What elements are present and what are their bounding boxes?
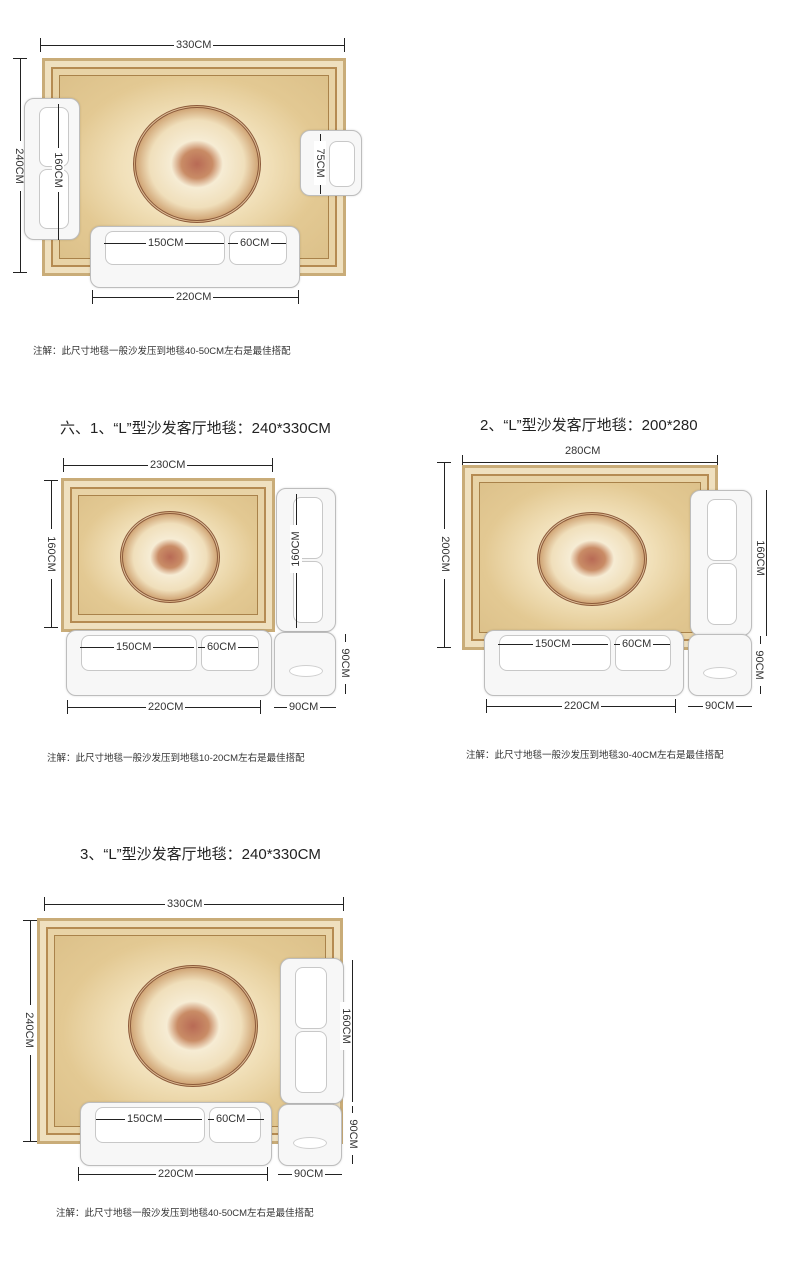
dim-left-label: 200CM — [439, 529, 451, 579]
dim-left-label: 240CM — [23, 1005, 35, 1055]
dim-line-seat — [352, 960, 353, 1102]
dim-tick — [44, 627, 58, 628]
armchair-cushion — [329, 141, 355, 187]
sofa-bottom — [484, 630, 684, 696]
dim-tick — [78, 1167, 79, 1181]
note: 注解：此尺寸地毯一般沙发压到地毯40-50CM左右是最佳搭配 — [56, 1208, 314, 1219]
corner-cushion — [289, 665, 323, 677]
sofa-right — [276, 488, 336, 632]
dim-line-top — [462, 462, 718, 463]
dim-tick — [343, 897, 344, 911]
sofa-cushion — [295, 1031, 327, 1093]
sofa-bottom — [66, 630, 272, 696]
dim-corner-h-label: 90CM — [753, 644, 765, 686]
dim-tick — [462, 455, 463, 469]
dim-tick — [13, 58, 27, 59]
dim-tick — [272, 458, 273, 472]
corner-cushion — [703, 667, 737, 679]
dim-tick — [40, 38, 41, 52]
sofa-bottom — [80, 1102, 272, 1166]
dim-sofa-a-label: 150CM — [125, 1113, 165, 1125]
dim-tick — [437, 647, 451, 648]
dim-corner-w-label: 90CM — [292, 1168, 326, 1180]
dim-tick — [260, 700, 261, 714]
sofa-cushion — [707, 563, 737, 625]
dim-left-label: 160CM — [45, 529, 57, 579]
note: 注解：此尺寸地毯一般沙发压到地毯40-50CM左右是最佳搭配 — [33, 346, 291, 357]
dim-tick — [23, 920, 37, 921]
carpet — [462, 465, 718, 650]
armchair-right — [300, 130, 362, 196]
dim-tick — [13, 272, 27, 273]
dim-chair-label: 75CM — [314, 141, 326, 185]
dim-tick — [92, 290, 93, 304]
carpet — [61, 478, 275, 632]
dim-tick — [44, 897, 45, 911]
carpet-medallion — [120, 511, 220, 603]
dim-tick — [298, 290, 299, 304]
dim-seat-label: 160CM — [52, 148, 64, 192]
corner-cushion — [293, 1137, 327, 1149]
dim-top-label: 330CM — [174, 39, 214, 51]
dim-tick — [23, 1141, 37, 1142]
sofa-corner — [274, 632, 336, 696]
dim-sofa-b-label: 60CM — [214, 1113, 248, 1125]
carpet-medallion — [128, 965, 258, 1087]
dim-seat-label: 160CM — [290, 525, 302, 573]
sofa-right — [280, 958, 344, 1104]
sofa-corner — [278, 1104, 342, 1166]
note: 注解：此尺寸地毯一般沙发压到地毯30-40CM左右是最佳搭配 — [466, 750, 724, 761]
dim-top-label: 230CM — [148, 459, 188, 471]
dim-sofa-a-label: 150CM — [533, 638, 573, 650]
dim-top-label: 330CM — [165, 898, 205, 910]
carpet-medallion — [537, 512, 647, 606]
dim-corner-h-label: 90CM — [347, 1113, 359, 1155]
dim-tick — [717, 455, 718, 469]
dim-sofa-b-label: 60CM — [238, 237, 272, 249]
dim-top-label: 280CM — [563, 445, 603, 457]
dim-tick — [267, 1167, 268, 1181]
dim-tick — [344, 38, 345, 52]
section-title: 六、1、“L”型沙发客厅地毯：240*330CM — [60, 420, 331, 437]
dim-corner-w-label: 90CM — [703, 700, 737, 712]
dim-corner-w-label: 90CM — [287, 701, 321, 713]
sofa-cushion — [295, 967, 327, 1029]
sofa-cushion — [707, 499, 737, 561]
dim-bottom-label: 220CM — [156, 1168, 196, 1180]
dim-seat-label: 160CM — [340, 1002, 352, 1050]
dim-tick — [67, 700, 68, 714]
dim-tick — [675, 699, 676, 713]
sofa-bottom — [90, 226, 300, 288]
dim-line-seat — [766, 490, 767, 636]
sofa-cushion — [39, 169, 69, 229]
section-title: 2、“L”型沙发客厅地毯：200*280 — [480, 417, 698, 434]
dim-seat-label: 160CM — [754, 534, 766, 582]
dim-sofa-a-label: 150CM — [114, 641, 154, 653]
dim-sofa-a-label: 150CM — [146, 237, 186, 249]
dim-sofa-b-label: 60CM — [620, 638, 654, 650]
dim-tick — [437, 462, 451, 463]
dim-tick — [486, 699, 487, 713]
note: 注解：此尺寸地毯一般沙发压到地毯10-20CM左右是最佳搭配 — [47, 753, 305, 764]
sofa-corner — [688, 634, 752, 696]
sofa-cushion — [499, 635, 611, 671]
dim-corner-h-label: 90CM — [339, 642, 351, 684]
dim-tick — [63, 458, 64, 472]
dim-bottom-label: 220CM — [174, 291, 214, 303]
carpet-medallion — [133, 105, 261, 223]
dim-bottom-label: 220CM — [146, 701, 186, 713]
sofa-right — [690, 490, 752, 636]
dim-sofa-b-label: 60CM — [205, 641, 239, 653]
section-title: 3、“L”型沙发客厅地毯：240*330CM — [80, 846, 321, 863]
dim-bottom-label: 220CM — [562, 700, 602, 712]
dim-tick — [44, 480, 58, 481]
